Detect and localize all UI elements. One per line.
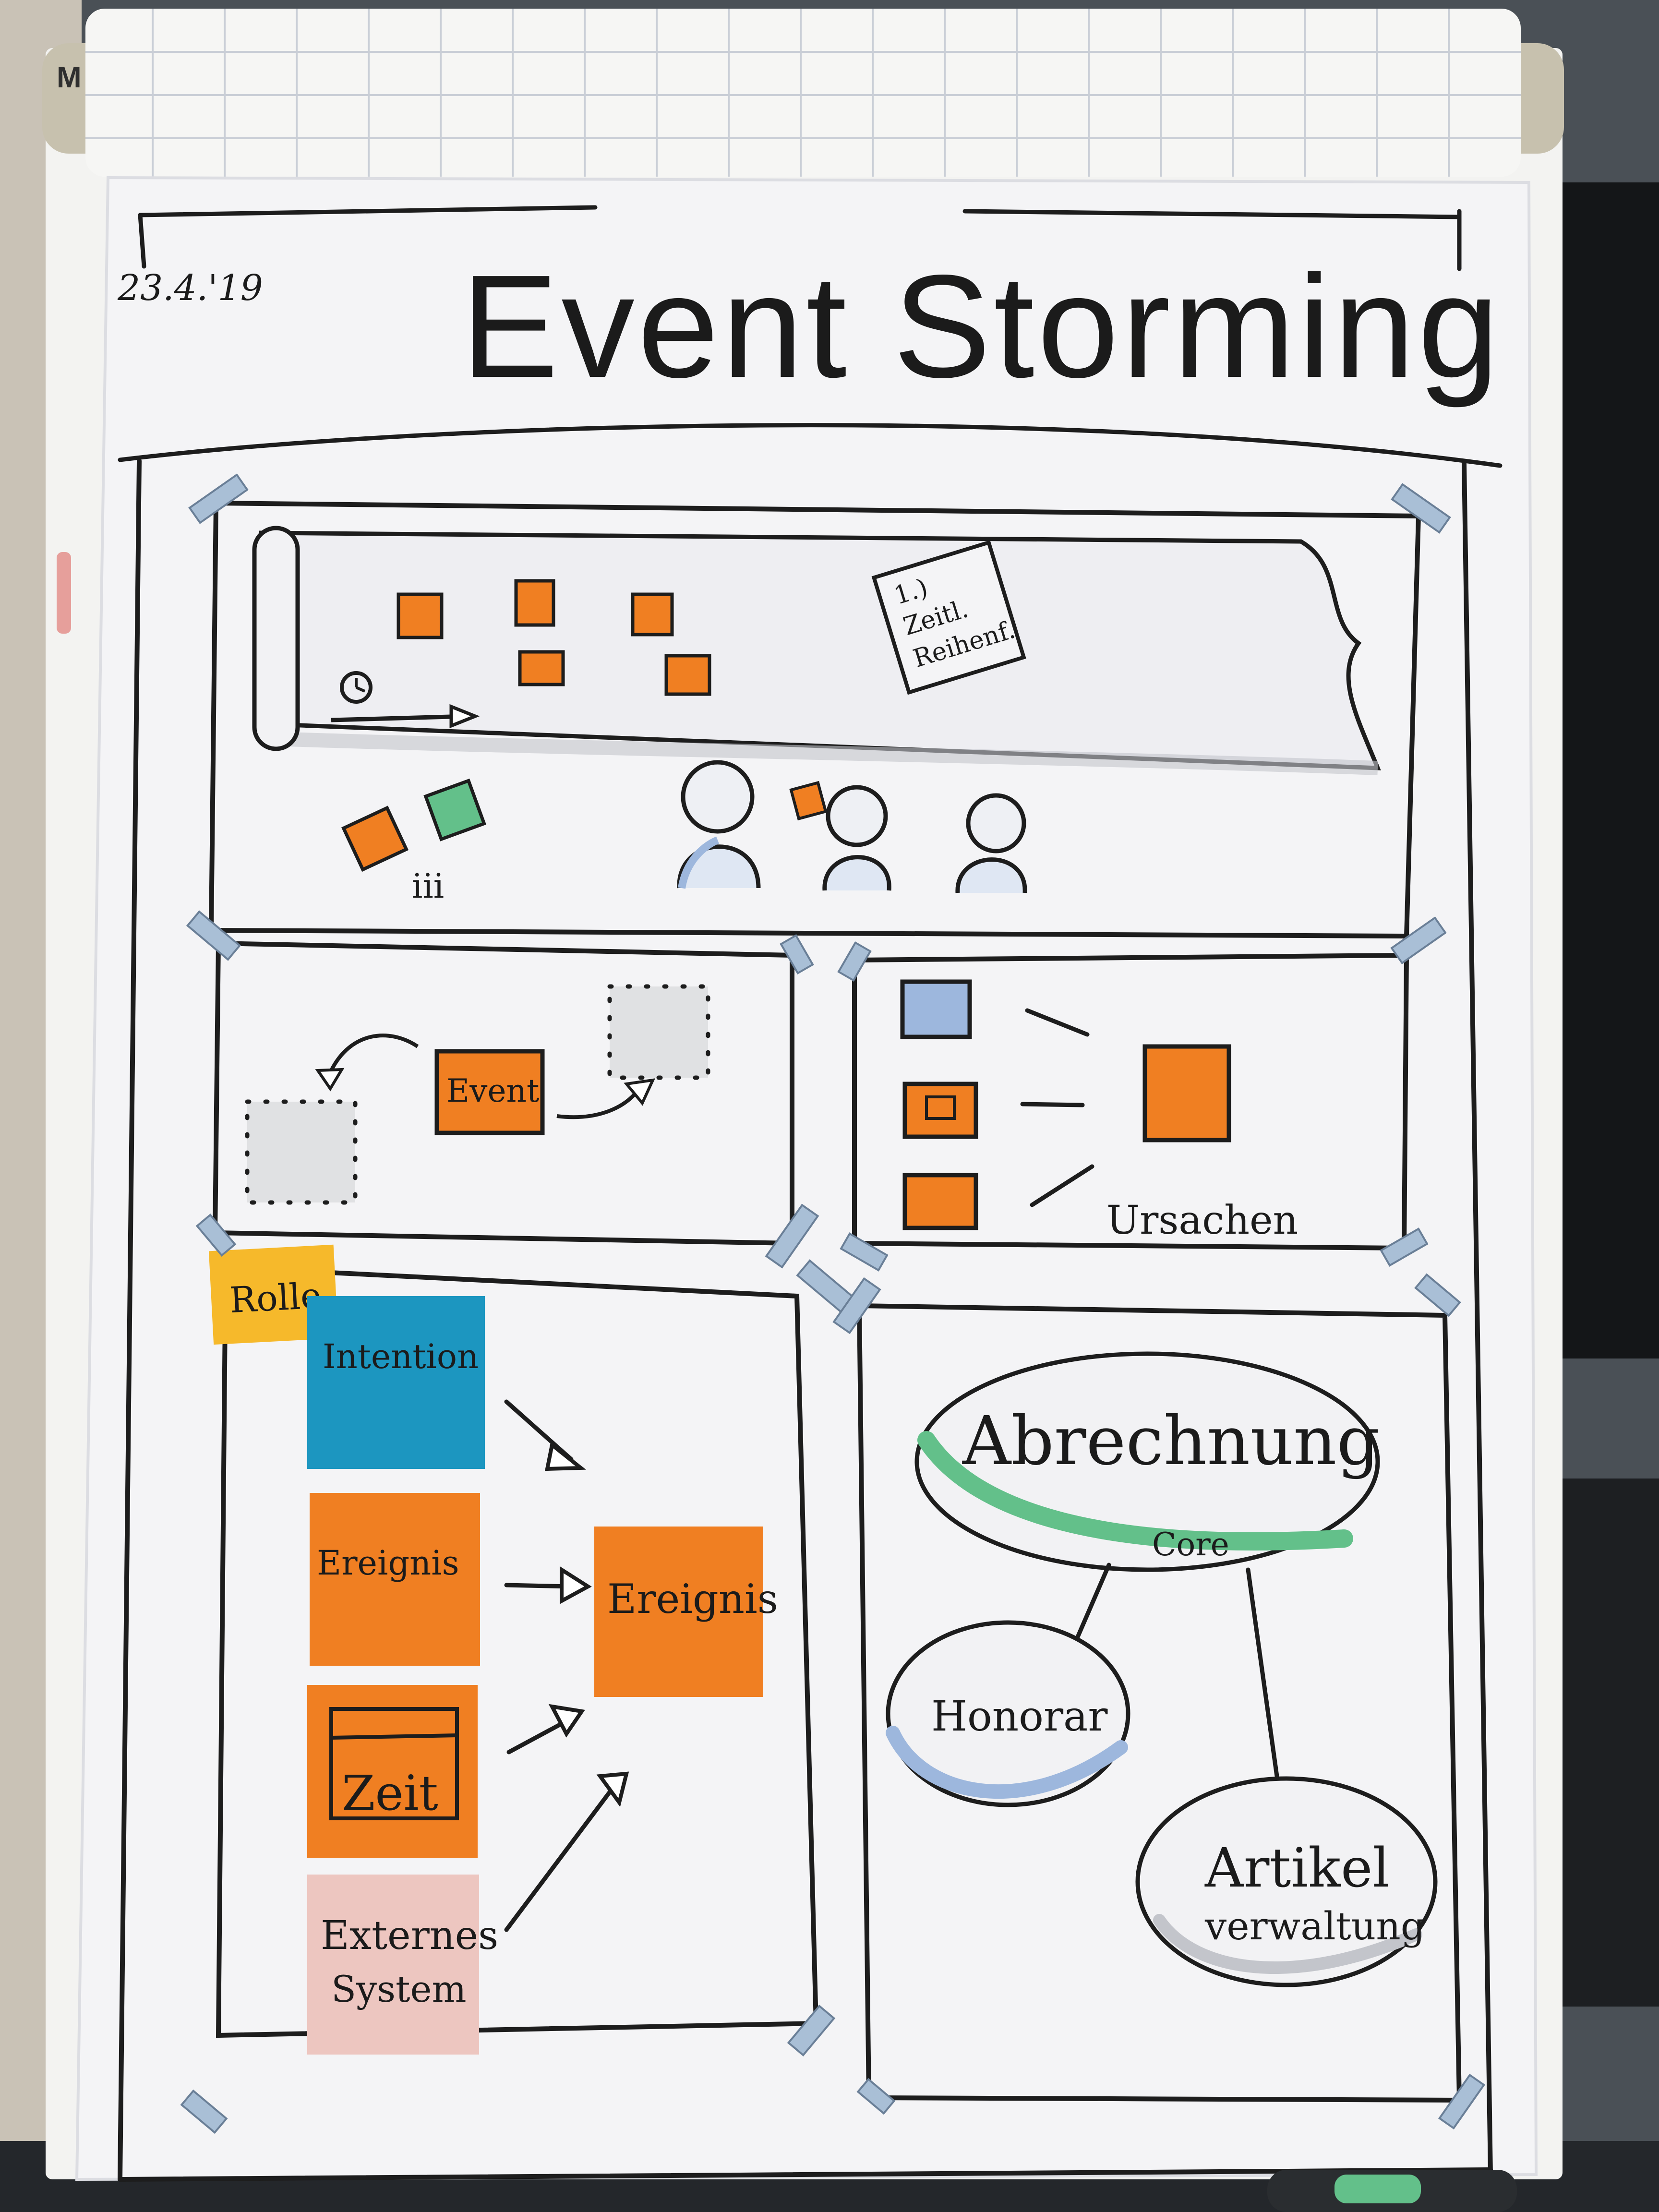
green-sticky-icon — [423, 778, 487, 842]
outer-frame — [118, 458, 1493, 2182]
panel-contexts: Abrechnung Core Honorar Artikel verwaltu… — [856, 1303, 1462, 2103]
causes-label: Ursachen — [1106, 1198, 1298, 1243]
core-context-label: Abrechnung — [962, 1402, 1380, 1480]
paper-roll-grid — [85, 9, 1521, 177]
intention-note-label: Intention — [323, 1337, 479, 1376]
external-system-note — [307, 1875, 479, 2055]
event-note-right — [594, 1527, 763, 1697]
calendar-icon — [925, 1095, 956, 1120]
core-marker — [917, 1431, 1353, 1551]
event-note-left — [310, 1493, 480, 1666]
panel-causes: Ursachen — [852, 952, 1409, 1251]
articles-context-line: Artikel — [1204, 1837, 1390, 1899]
role-note-label: Rolle — [228, 1275, 323, 1321]
sequence-sticky: 1.) Zeitl. Reihenf. — [871, 540, 1026, 695]
intention-note — [307, 1296, 485, 1469]
clock-icon — [340, 671, 373, 704]
event-note-label: Event — [446, 1072, 540, 1109]
header-frame — [118, 205, 1503, 468]
page-title: Event Storming — [461, 244, 1502, 409]
event-square — [664, 654, 711, 696]
orange-sticky-icon — [341, 805, 409, 872]
panel-timeline: 1.) Zeitl. Reihenf. iii — [208, 500, 1421, 939]
time-note-box — [329, 1707, 459, 1820]
person-icon — [955, 793, 1027, 893]
red-mark — [57, 552, 71, 634]
time-arrow — [331, 714, 469, 722]
person-icon — [677, 760, 761, 889]
articles-context-circle — [1135, 1776, 1438, 1987]
external-system-line: Externes — [321, 1913, 498, 1959]
external-trigger-square — [902, 1173, 978, 1230]
core-label: Core — [1152, 1526, 1229, 1563]
external-system-line: System — [331, 1968, 467, 2010]
panel-timeline-frame — [208, 500, 1421, 939]
role-note — [208, 1244, 338, 1345]
tally-marks: iii — [412, 866, 444, 906]
event-square — [397, 592, 444, 639]
placeholder-note — [610, 986, 708, 1078]
time-note — [307, 1685, 478, 1858]
result-event-square — [1142, 1044, 1231, 1142]
fees-context-label: Honorar — [931, 1693, 1108, 1741]
event-square — [518, 650, 565, 686]
panel-event: Event — [212, 940, 794, 1246]
placeholder-note — [247, 1102, 355, 1202]
brand-logo: M — [57, 61, 82, 94]
panel-command: Rolle Intention Ereignis Ereignis Zeit E… — [208, 1244, 819, 2055]
event-square — [631, 592, 674, 637]
time-trigger-square — [902, 1082, 978, 1139]
event-square — [514, 579, 555, 627]
event-note — [434, 1049, 545, 1135]
person-icon — [822, 785, 891, 891]
date-label: 23.4.'19 — [117, 267, 263, 309]
marker-cap — [1334, 2175, 1421, 2203]
command-square — [900, 979, 972, 1039]
side-equipment — [1560, 1479, 1659, 2007]
articles-context-line: verwaltung — [1204, 1904, 1425, 1948]
paper-roll — [85, 9, 1521, 177]
orange-sticky-icon — [789, 781, 828, 821]
scroll-roll — [252, 526, 300, 751]
event-note-left-label: Ereignis — [317, 1543, 459, 1583]
tape-strips — [180, 473, 1486, 2134]
fees-context-circle — [886, 1620, 1130, 1807]
time-note-label: Zeit — [342, 1765, 438, 1821]
monitor-screen — [1546, 182, 1659, 1358]
event-note-right-label: Ereignis — [607, 1575, 778, 1623]
